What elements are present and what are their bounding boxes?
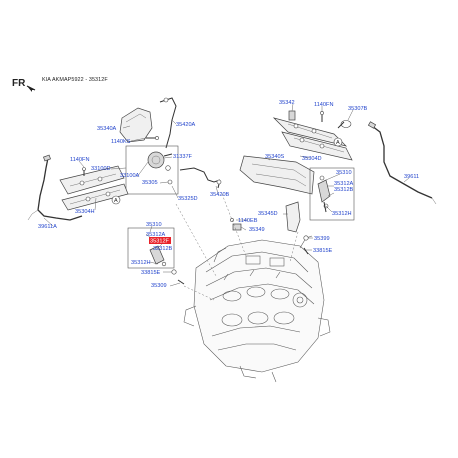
label-35340a[interactable]: 35340A [97, 126, 117, 132]
pump-cover-part [119, 107, 153, 143]
left-injector-frame [127, 227, 175, 269]
label-31337f[interactable]: 31337F [173, 154, 193, 160]
label-35312f-highlighted[interactable]: 35312F [150, 239, 170, 245]
label-33815e-left[interactable]: 33815E [141, 270, 161, 276]
label-1140fn-left[interactable]: 1140FN [70, 157, 90, 163]
label-35309[interactable]: 35309 [151, 283, 167, 289]
left-fuel-rail [59, 165, 125, 195]
label-35349[interactable]: 35349 [249, 227, 265, 233]
right-injector-part [317, 179, 331, 203]
label-35312a-left[interactable]: 35312A [146, 232, 166, 238]
label-1140ks[interactable]: 1140KS [111, 139, 131, 145]
label-35304h[interactable]: 35304H [75, 209, 95, 215]
label-35340s[interactable]: 35340S [265, 154, 285, 160]
label-33815e-right[interactable]: 33815E [313, 248, 333, 254]
left-injector-part [149, 245, 165, 265]
label-33100d[interactable]: 33100D [91, 166, 111, 172]
engine-cover-group [239, 155, 315, 195]
label-35312h-right[interactable]: 35312H [332, 211, 352, 217]
label-35399[interactable]: 35399 [314, 236, 330, 242]
callout-labels: 35342 1140FN 35307B 35340A 35420A 1140KS… [38, 100, 419, 289]
highlight-box-35312f [149, 237, 171, 244]
front-arrow-icon [26, 85, 36, 92]
fuel-pipe-35420b [179, 167, 221, 183]
fuel-pipe-35420a [159, 97, 177, 149]
seal-ring-part [167, 179, 173, 185]
label-35310-left[interactable]: 35310 [146, 222, 162, 228]
injector-cover-part [239, 155, 315, 195]
right-injector-detail [309, 167, 355, 221]
ref-a-left-text: A [114, 198, 118, 204]
label-35420a[interactable]: 35420A [176, 122, 196, 128]
label-35304d[interactable]: 35304D [302, 156, 322, 162]
left-fuel-rail-group [27, 154, 129, 221]
label-35420b[interactable]: 35420B [210, 192, 230, 198]
label-35307b[interactable]: 35307B [348, 106, 368, 112]
right-fuel-rail-group [272, 110, 437, 205]
right-fuel-rail [272, 117, 348, 147]
label-35345d[interactable]: 35345D [258, 211, 278, 217]
high-pressure-pump-group [119, 97, 222, 195]
right-wiring-harness [371, 125, 433, 199]
reference-a-left: A [111, 195, 121, 205]
label-35312b-right[interactable]: 35312B [334, 187, 354, 193]
reference-a-right: A [333, 137, 343, 147]
engine-block-illustration [183, 235, 331, 383]
diagram-title: KIA AKMAP5922 - 35312F [42, 77, 108, 83]
label-39611a[interactable]: 39611A [38, 224, 57, 230]
center-small-parts [230, 201, 309, 255]
label-1140fn-right[interactable]: 1140FN [314, 102, 334, 108]
front-orientation-label: FR [12, 78, 26, 89]
pump-detail-frame [125, 145, 179, 195]
label-1140eb[interactable]: 1140EB [238, 218, 258, 224]
label-35305[interactable]: 35305 [142, 180, 158, 186]
fuel-pump-body [147, 151, 165, 169]
label-39611[interactable]: 39611 [404, 174, 419, 180]
label-33100a[interactable]: 33100A [120, 173, 140, 179]
label-35312a-right[interactable]: 35312A [334, 181, 354, 187]
pressure-sensor-part [288, 110, 296, 121]
label-35312b-left[interactable]: 35312B [153, 246, 173, 252]
label-35342[interactable]: 35342 [279, 100, 295, 106]
left-injector-detail [127, 227, 185, 285]
leader-lines [43, 103, 410, 301]
bracket-part [285, 201, 301, 233]
right-injector-frame [309, 167, 355, 221]
label-35310-right[interactable]: 35310 [336, 170, 352, 176]
ref-a-right-text: A [336, 140, 340, 146]
label-35325d[interactable]: 35325D [178, 196, 198, 202]
label-35312h-left[interactable]: 35312H [131, 260, 151, 266]
